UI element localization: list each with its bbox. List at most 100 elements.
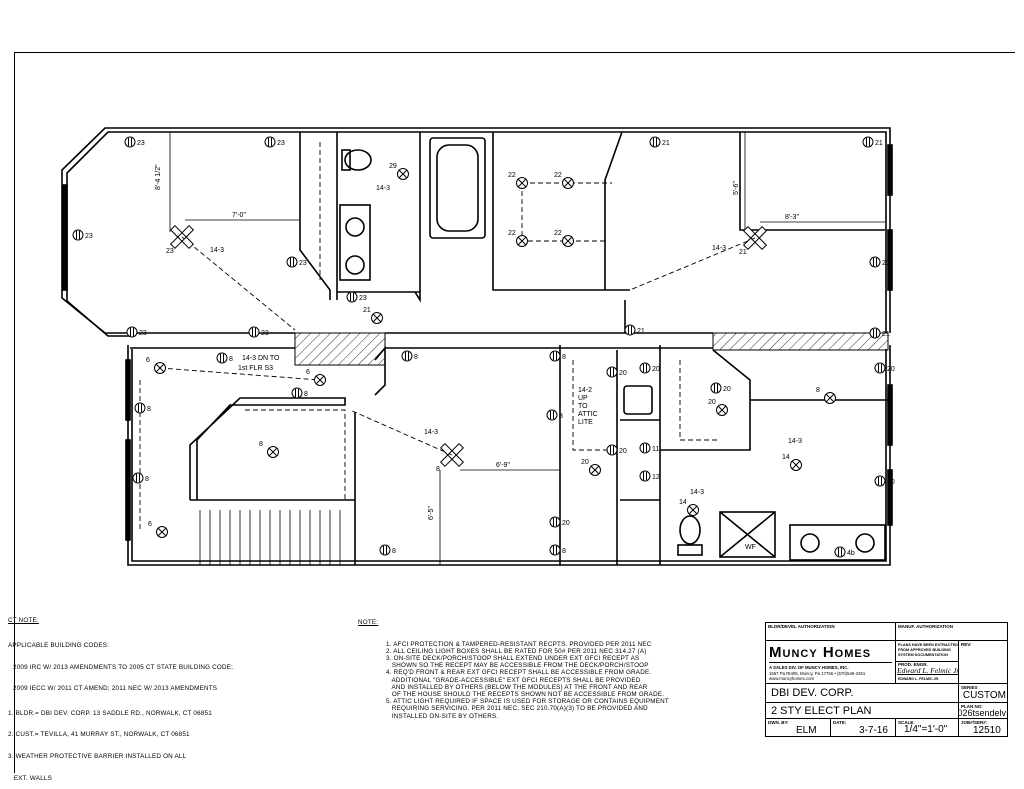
circuit-number: 21 [363, 307, 371, 314]
note-line: 2. ALL CEILING LIGHT BOXES SHALL BE RATE… [386, 647, 647, 655]
marriage-wall-hatch [712, 332, 889, 351]
receptacle-icon: 8 [132, 472, 149, 484]
circuit-number: 8 [562, 548, 566, 555]
walls [61, 127, 893, 566]
rev-label: REV: [961, 642, 972, 647]
washer-label: WF [745, 544, 756, 551]
marriage-wall-hatch [294, 332, 386, 366]
circuit-number: 20 [887, 366, 895, 373]
receptacle-icon: 8 [134, 402, 151, 414]
series-label: SERIES [961, 685, 978, 690]
plan-title-cell: 2 STY ELECT PLAN [766, 703, 959, 719]
note-line: INSTALLED ON-SITE BY OTHERS. [386, 712, 499, 720]
ceiling-light-icon: 8 [259, 441, 279, 458]
receptacle-icon: 20 [710, 382, 731, 394]
circuit-number: 4b [847, 550, 855, 557]
manuf-authorization-cell: MANUF. AUTHORIZATION [896, 623, 1008, 641]
notes-title: NOTE: [358, 619, 379, 626]
note-line: 5. ATTIC LIGHT REQUIRED IF SPACE IS USED… [386, 698, 669, 706]
receptacle-icon: 23 [346, 291, 367, 303]
circuit-note: 14-3 [712, 245, 726, 252]
receptacle-icon: 20 [606, 444, 627, 456]
address-text: 1567 Pa Rt405, Muncy, Pa 17756 • (570)54… [769, 671, 866, 676]
code-line: 2009 IRC W/ 2013 AMENDMENTS TO 2005 CT S… [13, 663, 234, 671]
attic-note: LITE [578, 419, 593, 426]
receptacle-icon: 23 [286, 256, 307, 268]
receptacle-icon: 8 [549, 544, 566, 556]
ct-note-item: 2. CUST.= TEVILLA, 41 MURRAY ST., NORWAL… [8, 731, 190, 739]
ceiling-light-icon: 6 [148, 521, 168, 538]
extracted-note-cell: PLANS HAVE BEEN EXTRACTED FROM APPROVED … [896, 641, 959, 662]
ceiling-light-icon: 29 [389, 163, 409, 180]
ceiling-fan-icon: 23 [166, 224, 195, 255]
receptacle-icon: 23 [248, 326, 269, 338]
plan-no-cell: PLAN NO:026tsendelv [959, 703, 1008, 719]
attic-note: 14-2 [578, 387, 592, 394]
bldr-authorization-label: BLDR/DEVEL AUTHORIZATION [768, 624, 835, 629]
receptacle-icon: 20 [606, 366, 627, 378]
circuit-number: 22 [508, 172, 516, 179]
stair-note: 1st FLR S3 [238, 365, 273, 372]
dimension-label: 6'-9" [496, 462, 510, 469]
circuit-number: 20 [708, 399, 716, 406]
receptacle-icon: 11 [639, 442, 659, 454]
circuit-number: 20 [887, 479, 895, 486]
ceiling-light-icon: 22 [508, 230, 528, 247]
circuit-number: 22 [508, 230, 516, 237]
circuit-number: 21 [882, 260, 890, 267]
date-value: 3-7-16 [859, 725, 888, 736]
ct-note-title: CT NOTE: [8, 617, 39, 625]
circuit-number: 20 [619, 370, 627, 377]
receptacle-icon: 8 [401, 350, 418, 362]
division-text: A SALES DIV. OF MUNCY HOMES, INC. [769, 665, 849, 670]
ceiling-light-icon: 22 [508, 172, 528, 189]
engineer-signature: Edward L. Felmic Jr. [897, 666, 959, 675]
ceiling-light-icon: 21 [363, 307, 383, 324]
job-cell: JOB#/SER#:12510 [959, 719, 1008, 737]
circuit-number: 20 [723, 386, 731, 393]
circuit-number: 8 [147, 406, 151, 413]
stair-note: 14-3 DN TO [242, 355, 280, 362]
ceiling-light-icon: 20 [708, 399, 728, 416]
drawing-sheet-border [14, 52, 1015, 773]
receptacle-icon: 20 [874, 362, 895, 374]
circuit-number: 8 [816, 387, 820, 394]
circuit-number: 20 [562, 520, 570, 527]
circuit-number: 23 [137, 140, 145, 147]
circuit-number: 8 [145, 476, 149, 483]
customer-name: DBI DEV. CORP. [771, 687, 854, 699]
company-logo-cell: Muncy Homes A SALES DIV. OF MUNCY HOMES,… [766, 641, 896, 684]
attic-note: UP [578, 395, 588, 402]
codes-heading: APPLICABLE BUILDING CODES: [8, 642, 110, 650]
ceiling-light-icon: 22 [554, 230, 574, 247]
receptacle-icon: 8 [379, 544, 396, 556]
muncy-homes-logo: Muncy Homes [769, 644, 872, 661]
date-label: DATE: [833, 720, 847, 725]
circuit-note: 14-3 [210, 247, 224, 254]
job-value: 12510 [973, 725, 1001, 736]
ceiling-light-icon: 14 [679, 499, 699, 516]
circuit-note: 14-3 [690, 489, 704, 496]
receptacle-icon: 21 [649, 136, 670, 148]
circuit-number: 21 [739, 249, 747, 256]
circuit-number: 8 [559, 413, 563, 420]
note-line: ADDITIONAL "GRADE-ACCESSIBLE" EXT GFCI R… [386, 676, 641, 684]
circuit-number: 8 [229, 356, 233, 363]
wiring-runs [139, 142, 756, 530]
ceiling-light-icon: 8 [816, 387, 836, 404]
ct-note-item: EXT. WALLS [8, 774, 53, 782]
circuit-number: 8 [562, 354, 566, 361]
note-line: AND INSTALLED BY OTHERS (BELOW THE MODUL… [386, 683, 648, 691]
plan-no-value: 026tsendelv [959, 708, 1006, 718]
circuit-number: 21 [662, 140, 670, 147]
plan-no-label: PLAN NO: [961, 704, 983, 709]
note-line: 3. ON-SITE DECK/PORCH/STOOP SHALL EXTEND… [386, 655, 640, 663]
dimension-label: 6'-5" [428, 506, 435, 520]
circuit-number: 29 [389, 163, 397, 170]
receptacle-icon: 21 [869, 327, 890, 339]
prod-engr-label: PROD. ENGR. [898, 662, 928, 667]
scale-cell: SCALE:1/4"=1'-0" [896, 719, 959, 737]
